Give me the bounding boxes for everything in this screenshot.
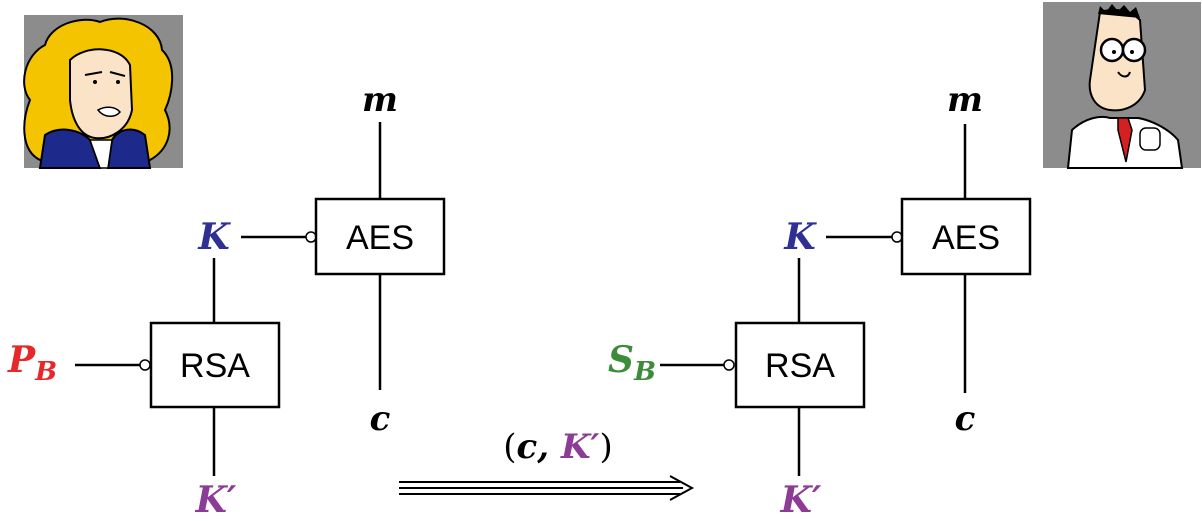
receiver-sb-sub: B (633, 357, 656, 387)
receiver-rsa-box (734, 321, 866, 409)
sender-aes-box (314, 197, 446, 276)
bob-portrait (1043, 2, 1201, 169)
sender-pb-sub: B (34, 357, 57, 387)
sender-kprime-label: K′ (195, 479, 237, 521)
sender-wiring (75, 122, 382, 476)
sender-connector-circles (139, 231, 317, 371)
receiver-wiring (660, 124, 967, 476)
sender-aes-label: AES (346, 219, 414, 257)
transmission-arrow (399, 475, 695, 501)
receiver-aes-box (900, 197, 1032, 276)
sender-pb-main: P (7, 339, 36, 381)
sender-m-label: m (362, 80, 398, 120)
sender-c-label: c (370, 399, 391, 439)
receiver-k-label: K (783, 216, 817, 258)
receiver-sb-main: S (608, 339, 634, 381)
sender-k-label: K (197, 216, 231, 258)
transmission-label: (c, K′) (503, 427, 612, 467)
receiver-aes-label: AES (932, 219, 1000, 257)
sender-pb-label: PB (7, 339, 57, 387)
transmission-c: c (517, 427, 538, 467)
alice-portrait (23, 15, 183, 169)
receiver-sb-label: SB (608, 339, 656, 387)
receiver-rsa-label: RSA (765, 347, 835, 385)
sender-rsa-box (149, 321, 281, 409)
transmission-kprime: K′ (560, 427, 600, 467)
receiver-c-label: c (955, 399, 976, 439)
sender-rsa-label: RSA (180, 347, 250, 385)
receiver-m-label: m (947, 80, 983, 120)
receiver-kprime-label: K′ (780, 479, 822, 521)
